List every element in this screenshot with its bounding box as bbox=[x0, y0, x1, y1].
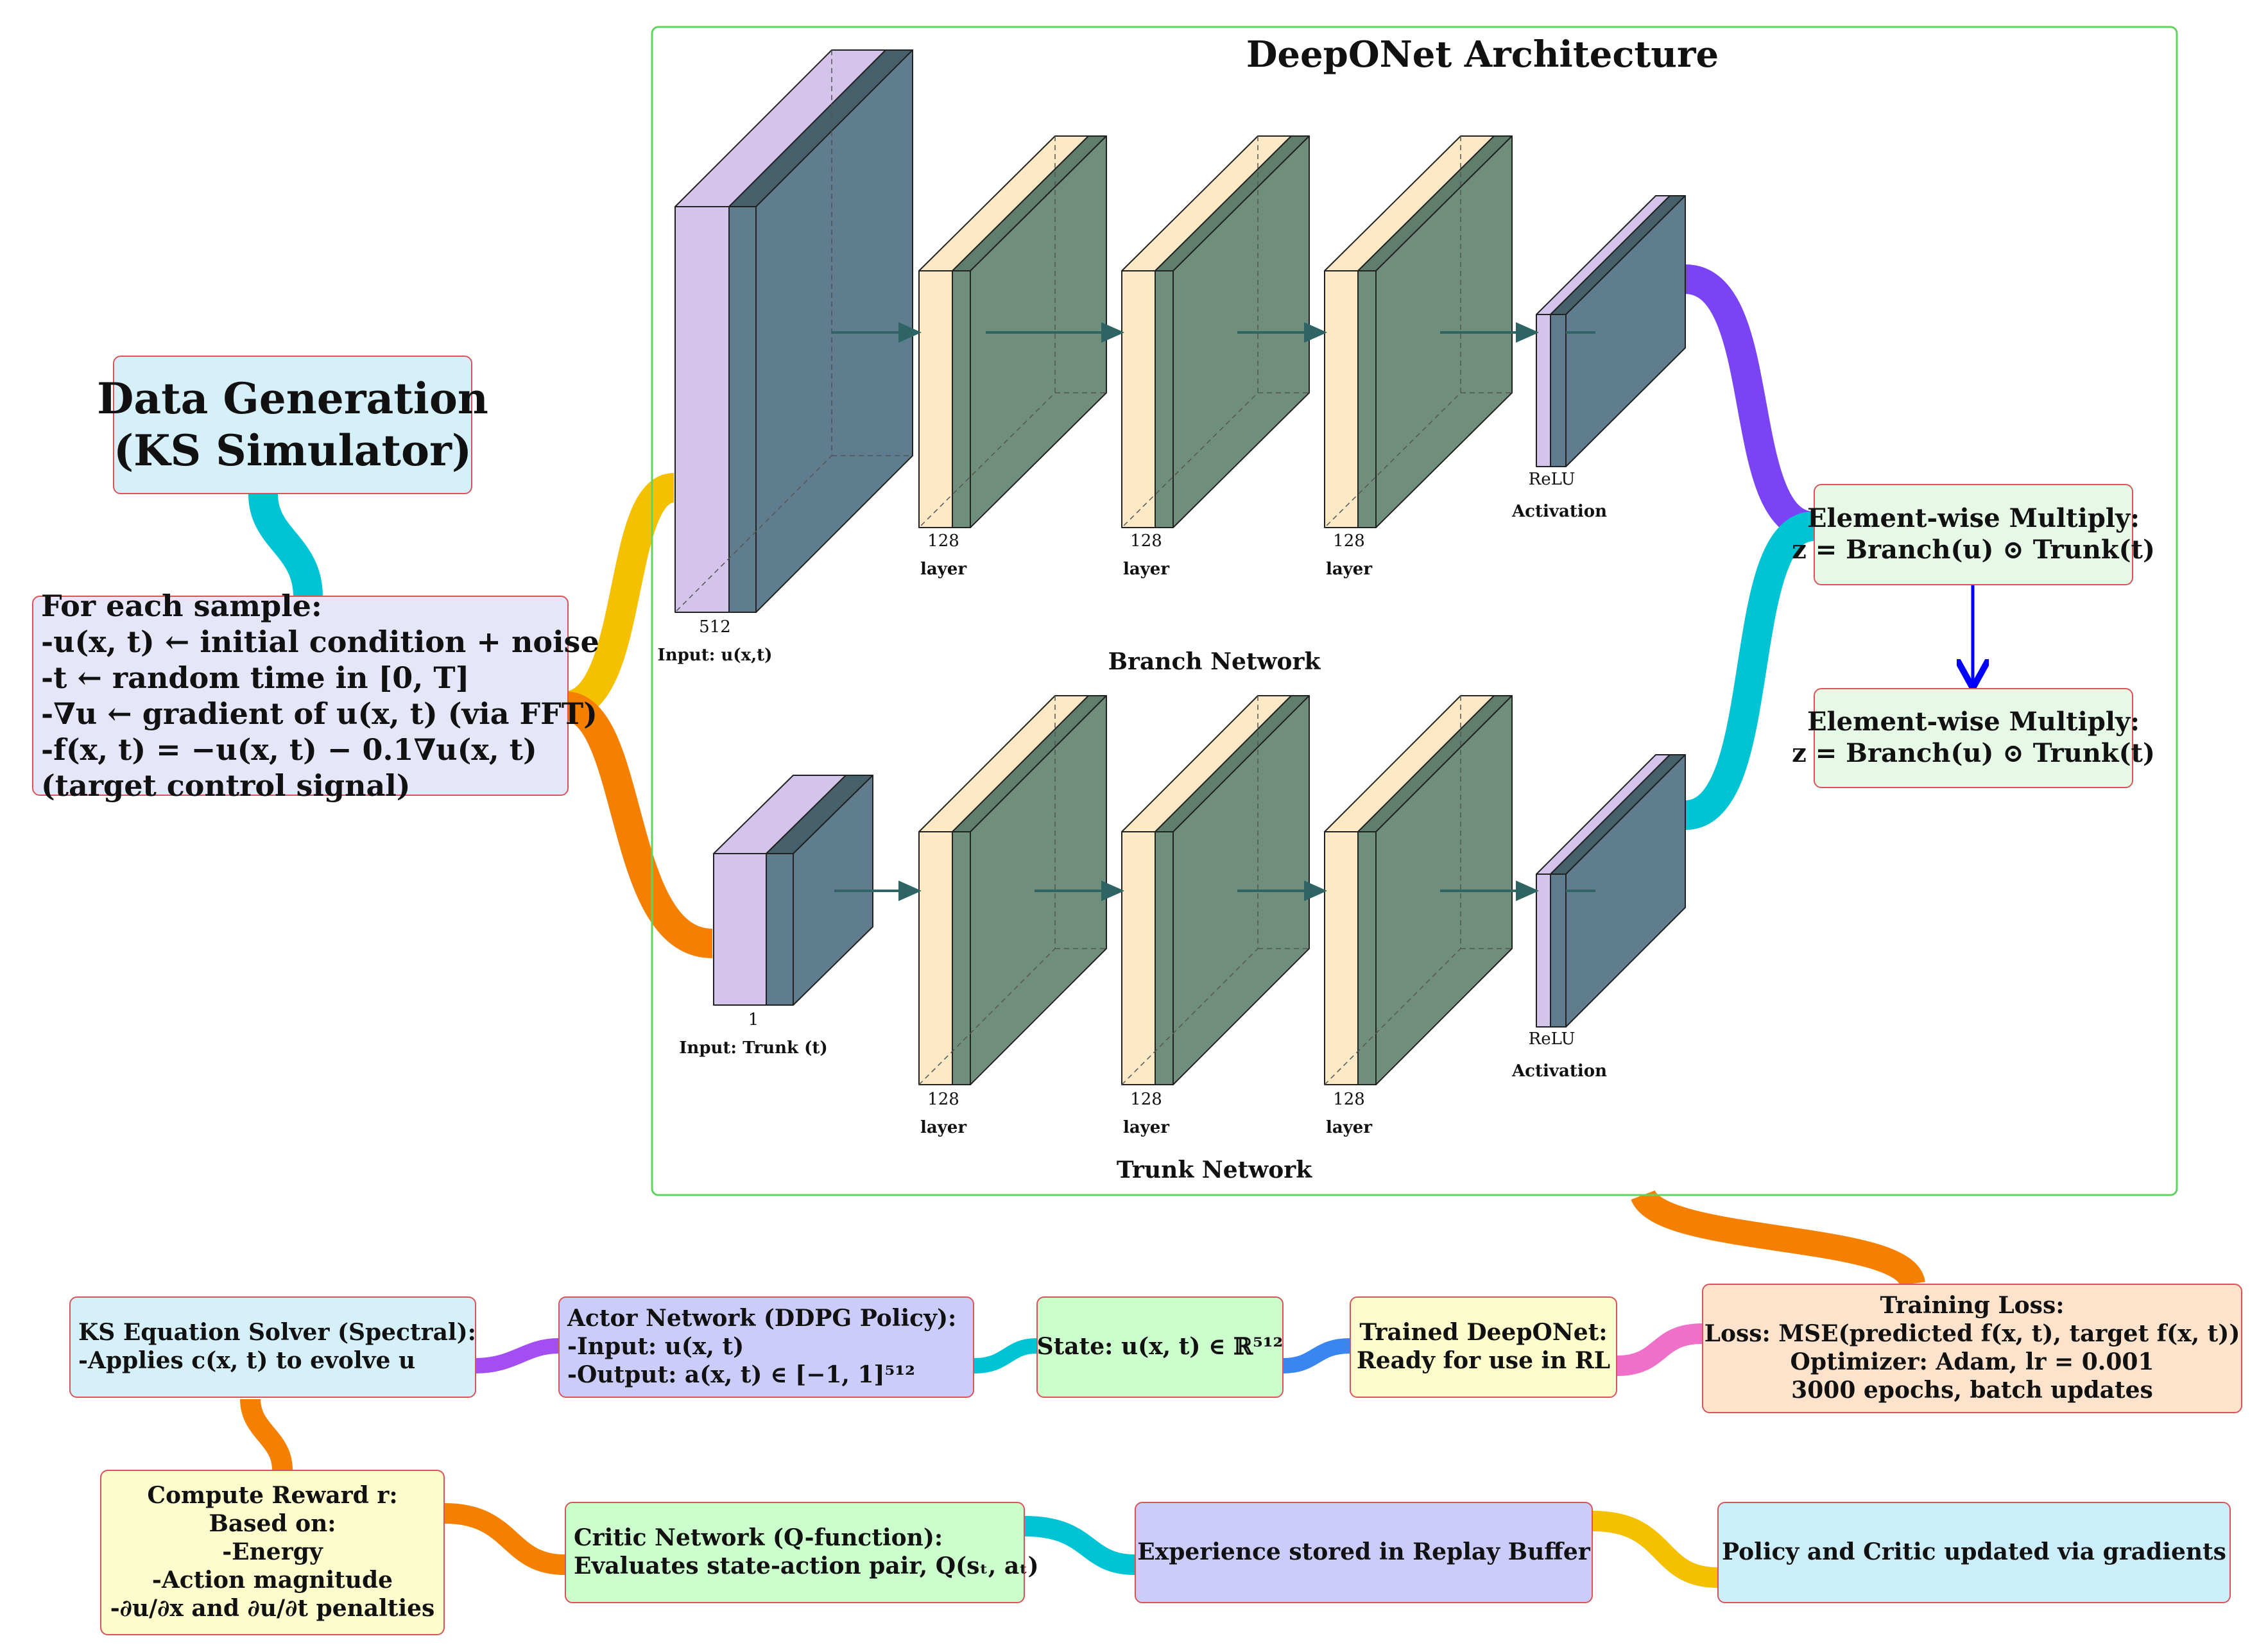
branch-network-label: Branch Network bbox=[1108, 648, 1321, 675]
branch-layer-3-caption: layer bbox=[1325, 560, 1373, 579]
trunk-network-label: Trunk Network bbox=[1116, 1157, 1312, 1183]
architecture-frame bbox=[651, 26, 2178, 1196]
link-replay-to-update bbox=[1592, 1511, 1718, 1588]
branch-activation-block bbox=[1536, 195, 1686, 467]
link-trainingloss-to-trained bbox=[1617, 1323, 1703, 1376]
trunk-layer-3-size: 128 bbox=[1333, 1090, 1365, 1109]
data-generation-box: Data Generation (KS Simulator) bbox=[97, 356, 488, 494]
reward-line: -∂u/∂x and ∂u/∂t penalties bbox=[110, 1594, 435, 1622]
link-state-to-actor bbox=[974, 1338, 1037, 1373]
trained-line: Trained DeepONet: bbox=[1359, 1319, 1608, 1347]
link-actor-to-solver bbox=[476, 1338, 559, 1373]
training-loss-box: Training Loss: Loss: MSE(predicted f(x, … bbox=[1702, 1284, 2242, 1413]
trunk-layer-2-block bbox=[1121, 695, 1310, 1085]
link-critic-to-replay bbox=[1024, 1516, 1135, 1575]
multiply-box-1: Element-wise Multiply: z = Branch(u) ⊙ T… bbox=[1792, 484, 2155, 585]
reward-line: Compute Reward r: bbox=[147, 1482, 398, 1510]
actor-network-box: Actor Network (DDPG Policy): -Input: u(x… bbox=[558, 1296, 974, 1398]
branch-activation-name: ReLU bbox=[1528, 470, 1576, 489]
branch-layer-2-size: 128 bbox=[1130, 531, 1162, 551]
reward-box: Compute Reward r: Based on: -Energy -Act… bbox=[100, 1470, 445, 1635]
trained-deeponet-box: Trained DeepONet: Ready for use in RL bbox=[1350, 1296, 1617, 1398]
update-line: Policy and Critic updated via gradients bbox=[1722, 1538, 2226, 1566]
link-reward-to-critic bbox=[444, 1503, 565, 1575]
multiply-line: Element-wise Multiply: bbox=[1807, 503, 2140, 534]
branch-layer-3-size: 128 bbox=[1333, 531, 1365, 551]
replay-line: Experience stored in Replay Buffer bbox=[1137, 1538, 1590, 1566]
training-loss-line: Training Loss: bbox=[1880, 1292, 2065, 1320]
training-loss-line: 3000 epochs, batch updates bbox=[1791, 1376, 2153, 1404]
trained-line: Ready for use in RL bbox=[1356, 1347, 1611, 1374]
branch-layer-1-size: 128 bbox=[927, 531, 959, 551]
trunk-input-label: Input: Trunk (t) bbox=[679, 1038, 828, 1058]
sample-line: (target control signal) bbox=[41, 768, 411, 804]
trunk-layer-1-caption: layer bbox=[920, 1118, 967, 1137]
multiply-line: z = Branch(u) ⊙ Trunk(t) bbox=[1792, 535, 2155, 565]
training-loss-line: Loss: MSE(predicted f(x, t), target f(x,… bbox=[1704, 1320, 2240, 1348]
trunk-layer-2-caption: layer bbox=[1122, 1118, 1170, 1137]
trunk-input-size: 1 bbox=[748, 1010, 759, 1029]
link-arch-to-trainingloss bbox=[1631, 1188, 1925, 1288]
link-trained-to-state bbox=[1283, 1338, 1350, 1373]
multiply-line: Element-wise Multiply: bbox=[1807, 707, 2140, 737]
actor-line: -Output: a(x, t) ∈ [−1, 1]⁵¹² bbox=[567, 1361, 915, 1388]
state-line: State: u(x, t) ∈ ℝ⁵¹² bbox=[1036, 1333, 1284, 1361]
training-loss-line: Optimizer: Adam, lr = 0.001 bbox=[1790, 1348, 2154, 1375]
multiply-line: z = Branch(u) ⊙ Trunk(t) bbox=[1792, 738, 2155, 768]
reward-line: -Action magnitude bbox=[151, 1566, 393, 1594]
branch-layer-1-caption: layer bbox=[920, 560, 967, 579]
link-datagen-to-sample bbox=[248, 493, 323, 598]
critic-network-box: Critic Network (Q-function): Evaluates s… bbox=[565, 1502, 1039, 1603]
critic-line: Evaluates state-action pair, Q(sₜ, aₜ) bbox=[574, 1553, 1039, 1579]
ks-solver-line: KS Equation Solver (Spectral): bbox=[78, 1319, 476, 1347]
trunk-activation-caption: Activation bbox=[1512, 1062, 1607, 1081]
sample-line: -∇u ← gradient of u(x, t) (via FFT) bbox=[41, 696, 597, 731]
sample-line: -f(x, t) = −u(x, t) − 0.1∇u(x, t) bbox=[41, 732, 537, 768]
trunk-layer-3-block bbox=[1324, 695, 1513, 1085]
policy-update-box: Policy and Critic updated via gradients bbox=[1717, 1502, 2231, 1603]
actor-line: Actor Network (DDPG Policy): bbox=[567, 1305, 957, 1332]
sample-generation-box: For each sample: -u(x, t) ← initial cond… bbox=[32, 589, 599, 803]
data-generation-title-line: (KS Simulator) bbox=[113, 426, 472, 476]
multiply-box-2: Element-wise Multiply: z = Branch(u) ⊙ T… bbox=[1792, 688, 2155, 788]
replay-buffer-box: Experience stored in Replay Buffer bbox=[1135, 1502, 1593, 1603]
trunk-activation-name: ReLU bbox=[1528, 1029, 1576, 1049]
architecture-title: DeepONet Architecture bbox=[1246, 33, 1719, 76]
branch-input-size: 512 bbox=[699, 617, 731, 637]
link-solver-to-reward bbox=[240, 1398, 293, 1471]
state-box: State: u(x, t) ∈ ℝ⁵¹² bbox=[1036, 1296, 1284, 1398]
critic-line: Critic Network (Q-function): bbox=[574, 1524, 943, 1552]
ks-solver-box: KS Equation Solver (Spectral): -Applies … bbox=[69, 1296, 476, 1398]
branch-input-label: Input: u(x,t) bbox=[657, 646, 773, 665]
sample-line: -u(x, t) ← initial condition + noise bbox=[41, 624, 599, 659]
link-sample-to-trunk bbox=[563, 691, 714, 958]
link-trunk-to-multiply bbox=[1683, 512, 1816, 830]
branch-activation-caption: Activation bbox=[1512, 502, 1607, 521]
branch-layer-2-caption: layer bbox=[1122, 560, 1170, 579]
link-branch-to-multiply bbox=[1683, 264, 1816, 541]
data-generation-title-line: Data Generation bbox=[97, 374, 488, 424]
sample-line: -t ← random time in [0, T] bbox=[41, 660, 470, 695]
trunk-layer-2-size: 128 bbox=[1130, 1090, 1162, 1109]
reward-line: Based on: bbox=[209, 1510, 336, 1538]
trunk-layer-1-size: 128 bbox=[927, 1090, 959, 1109]
trunk-layer-3-caption: layer bbox=[1325, 1118, 1373, 1137]
ks-solver-line: -Applies c(x, t) to evolve u bbox=[78, 1347, 416, 1374]
trunk-activation-block bbox=[1536, 754, 1686, 1028]
reward-line: -Energy bbox=[222, 1538, 323, 1566]
actor-line: -Input: u(x, t) bbox=[567, 1333, 744, 1361]
trunk-input-block bbox=[713, 775, 873, 1006]
sample-line: For each sample: bbox=[41, 588, 322, 623]
link-sample-to-branch bbox=[563, 473, 676, 721]
